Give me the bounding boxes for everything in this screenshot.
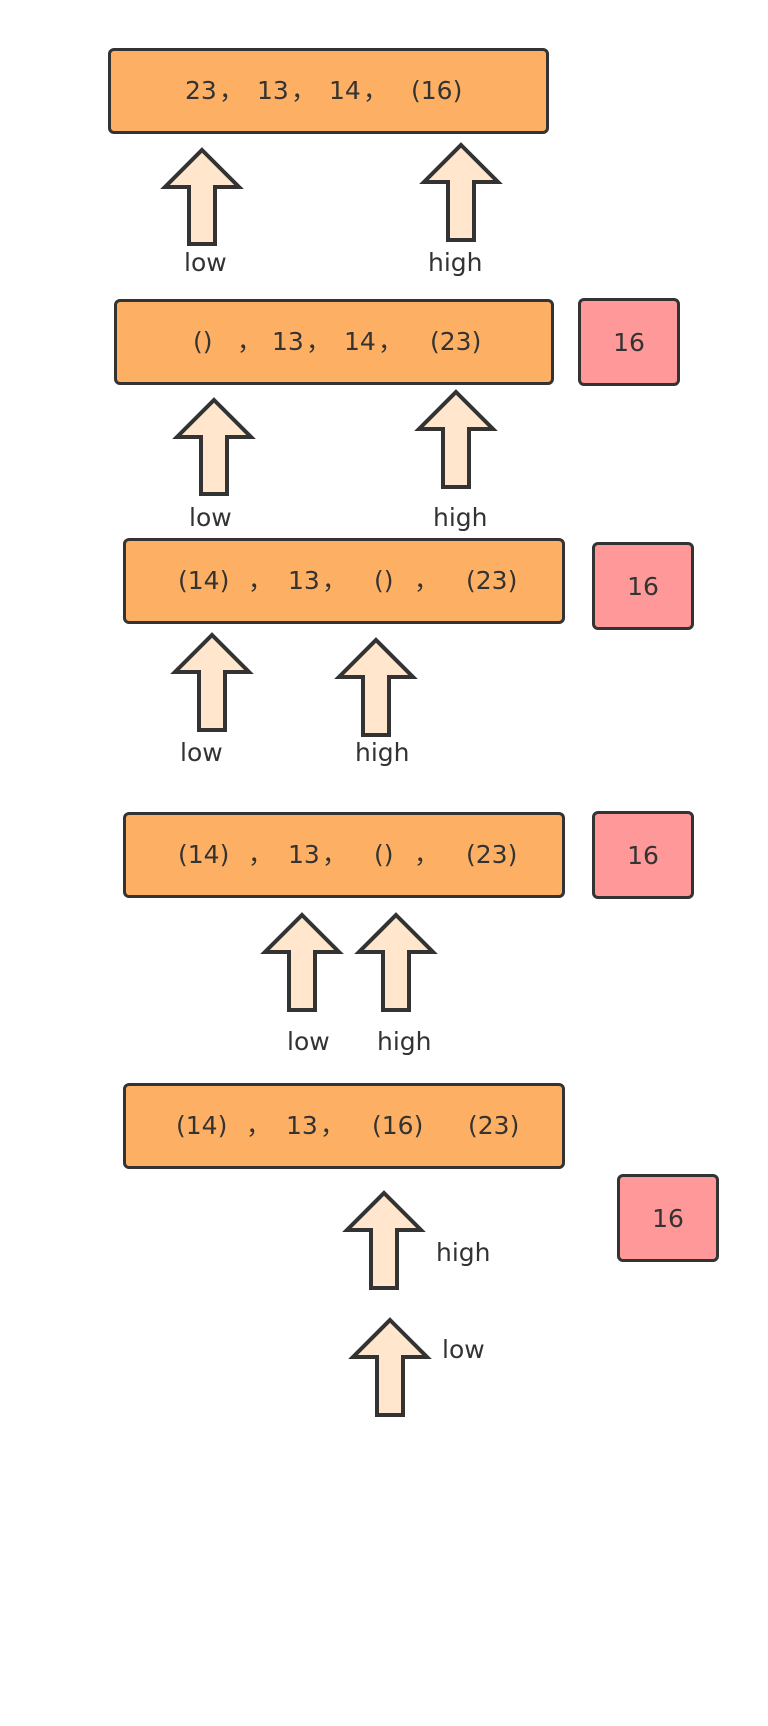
high-arrow-icon [419, 142, 503, 242]
array-cell: (23) [430, 327, 482, 356]
low-arrow-icon [172, 397, 256, 496]
array-separator: ， [306, 327, 332, 356]
array-cell: (23) [466, 566, 518, 595]
array-separator: ， [322, 566, 348, 595]
array-cell: () [193, 327, 213, 356]
array-row-step-2: () ， 13 ， 14 ， (23) [114, 299, 554, 385]
high-arrow-icon [342, 1190, 426, 1290]
array-cell: (23) [468, 1111, 520, 1140]
low-pointer-label: low [189, 503, 232, 532]
high-pointer-label: high [355, 738, 410, 767]
array-row-step-5: (14) ， 13 ， (16) (23) [123, 1083, 565, 1169]
pointer-arrows [160, 142, 503, 1417]
array-separator: ， [320, 1111, 346, 1140]
array-cell: 13 [288, 840, 320, 869]
high-pointer-label: high [428, 248, 483, 277]
array-cell: (16) [411, 76, 463, 105]
array-separator: ， [378, 327, 404, 356]
array-cell: 13 [286, 1111, 318, 1140]
array-cell: (14) [178, 840, 230, 869]
high-arrow-icon [334, 637, 418, 737]
high-arrow-icon [354, 912, 438, 1012]
array-cell: (16) [372, 1111, 424, 1140]
array-cell: 14 [344, 327, 376, 356]
array-cell: (23) [466, 840, 518, 869]
array-cell: 14 [329, 76, 361, 105]
high-arrow-icon [414, 389, 498, 489]
array-separator: ， [363, 76, 389, 105]
low-pointer-label: low [442, 1335, 485, 1364]
high-pointer-label: high [436, 1238, 491, 1267]
high-pointer-label: high [377, 1027, 432, 1056]
quicksort-partition-diagram: 23 ， 13 ， 14 ， (16) () ， 13 ， 14 ， (23) … [108, 48, 719, 1417]
low-arrow-icon [348, 1317, 432, 1417]
array-cell: (14) [176, 1111, 228, 1140]
array-separator: ， [248, 840, 274, 869]
pivot-box-step-4: 16 [592, 811, 694, 899]
array-cell: () [374, 566, 394, 595]
array-row-step-1: 23 ， 13 ， 14 ， (16) [108, 48, 549, 134]
array-separator: ， [246, 1111, 272, 1140]
array-cell: 13 [257, 76, 289, 105]
low-pointer-label: low [180, 738, 223, 767]
low-arrow-icon [160, 147, 244, 246]
array-separator: ， [322, 840, 348, 869]
array-cell: () [374, 840, 394, 869]
array-row-step-4: (14) ， 13 ， () ， (23) [123, 812, 565, 898]
low-arrow-icon [260, 912, 344, 1012]
array-separator: ， [291, 76, 317, 105]
low-pointer-label: low [287, 1027, 330, 1056]
array-separator: ， [414, 566, 440, 595]
array-separator: ， [219, 76, 245, 105]
low-pointer-label: low [184, 248, 227, 277]
array-cell: (14) [178, 566, 230, 595]
high-pointer-label: high [433, 503, 488, 532]
array-cell: 13 [288, 566, 320, 595]
array-cell: 23 [185, 76, 217, 105]
array-cell: 13 [272, 327, 304, 356]
array-row-step-3: (14) ， 13 ， () ， (23) [123, 538, 565, 624]
pivot-box-step-3: 16 [592, 542, 694, 630]
pivot-box-step-2: 16 [578, 298, 680, 386]
array-separator: ， [414, 840, 440, 869]
array-separator: ， [248, 566, 274, 595]
array-separator: ， [237, 327, 263, 356]
low-arrow-icon [170, 632, 254, 732]
pivot-box-step-5: 16 [617, 1174, 719, 1262]
